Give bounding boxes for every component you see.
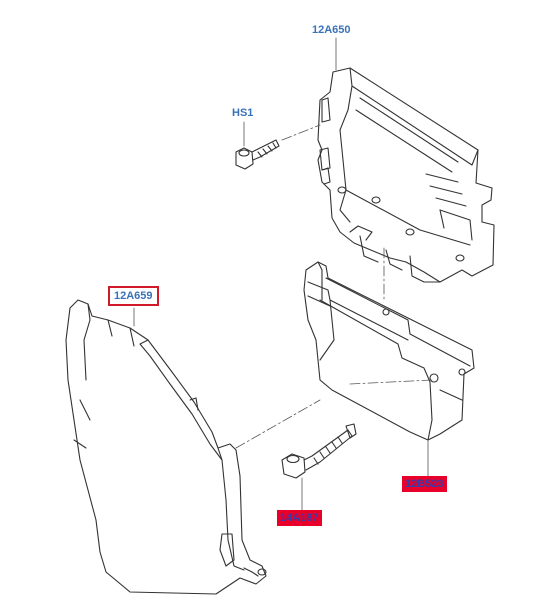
cover [65, 299, 267, 595]
hs1-axis-line [281, 124, 321, 141]
bolt-hs1 [235, 139, 280, 170]
bolt-14a187 [281, 423, 357, 479]
cover-bracket-axis [235, 379, 433, 449]
bolt-hs1-label: HS1 [232, 107, 254, 119]
bolt-14a187-label: 14A187 [277, 510, 322, 526]
cover-label: 12A659 [108, 286, 159, 306]
ecu-module [317, 67, 495, 283]
bracket-label: 12B523 [402, 476, 447, 492]
ecu-module-label: 12A650 [312, 24, 351, 36]
bracket [303, 261, 475, 441]
